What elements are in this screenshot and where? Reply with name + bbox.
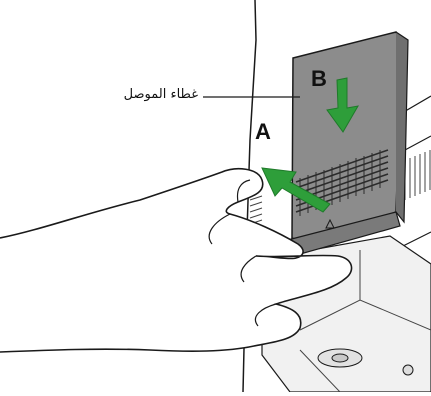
base-port-center bbox=[332, 354, 348, 362]
arrow-a-label: A bbox=[255, 119, 271, 145]
connector-cover-label: غطاء الموصل bbox=[88, 87, 198, 102]
arrow-b-label: B bbox=[311, 66, 327, 92]
right-vents bbox=[405, 150, 430, 200]
base-screw bbox=[403, 365, 413, 375]
connector-cover-edge bbox=[396, 32, 408, 222]
